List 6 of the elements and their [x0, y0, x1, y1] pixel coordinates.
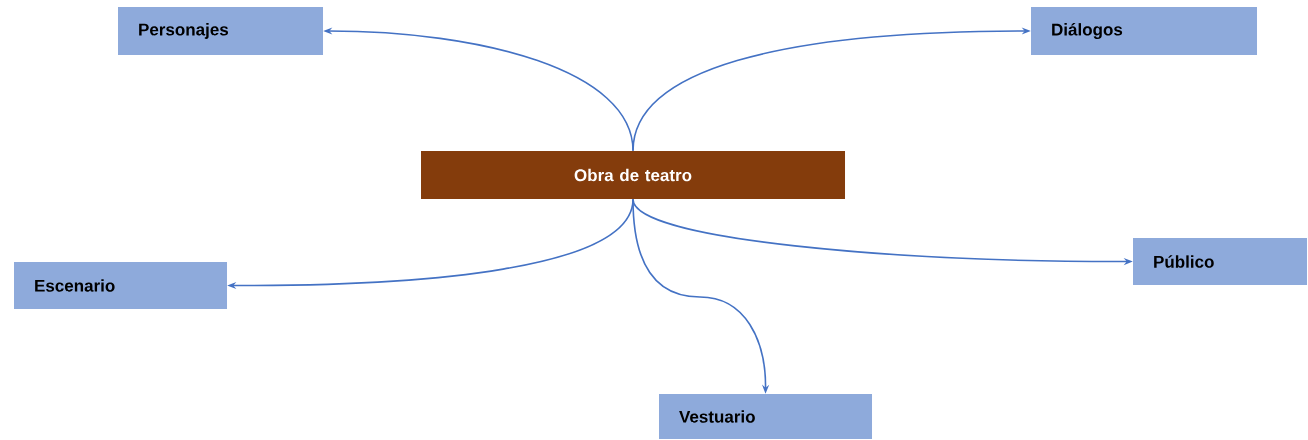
- topic-box: Vestuario: [659, 394, 872, 439]
- topic-box: Público: [1133, 238, 1307, 285]
- topic-box: Escenario: [14, 262, 227, 309]
- title-box: Obra de teatro: [421, 151, 845, 199]
- topic-box: Personajes: [118, 7, 323, 55]
- topic-box: Diálogos: [1031, 7, 1257, 55]
